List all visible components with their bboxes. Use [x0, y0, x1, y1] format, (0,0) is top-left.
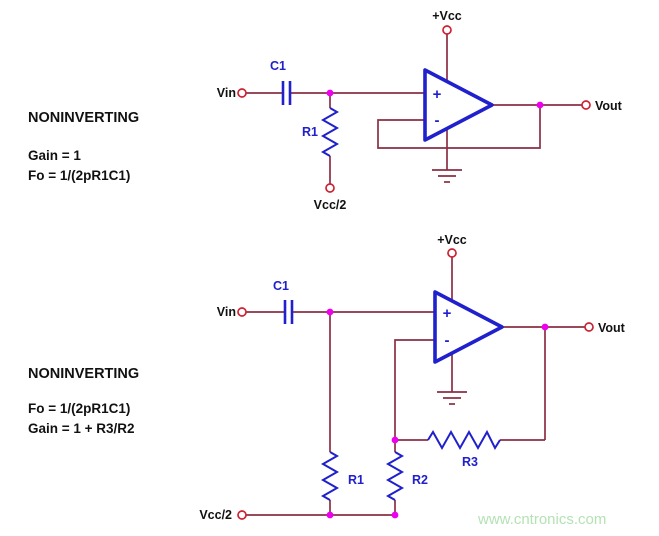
terminal-vout	[581, 100, 591, 110]
circuit-top-gain-formula: Gain = 1	[28, 148, 81, 163]
capacitor-c1	[283, 300, 294, 324]
r3-label: R3	[462, 455, 478, 469]
terminal-vout	[584, 322, 594, 332]
wire-inverting-input	[394, 339, 435, 440]
terminal-vcc-half	[237, 510, 247, 520]
junction-dot	[326, 511, 334, 519]
circuit-top-fo-formula: Fo = 1/(2pR1C1)	[28, 168, 130, 183]
vin-label: Vin	[217, 86, 236, 100]
c1-label: C1	[273, 279, 289, 293]
opamp-plus-input: +	[443, 305, 452, 322]
resistor-r1	[320, 451, 340, 501]
circuit-bottom-gain-formula: Gain = 1 + R3/R2	[28, 421, 135, 436]
circuit-top-title: NONINVERTING	[28, 110, 139, 126]
resistor-r2	[385, 451, 405, 501]
terminal-vin	[237, 307, 247, 317]
opamp-plus-input: +	[433, 86, 442, 103]
opamp-triangle	[423, 68, 494, 142]
opamp-triangle	[433, 290, 504, 364]
r1-label: R1	[348, 473, 364, 487]
watermark-text: www.cntronics.com	[477, 511, 606, 528]
junction-dot	[391, 436, 399, 444]
vout-label: Vout	[598, 321, 626, 335]
r1-label: R1	[302, 125, 318, 139]
opamp-minus-input: -	[445, 332, 450, 349]
terminal-vin	[237, 88, 247, 98]
wire-feedback-loop	[377, 105, 541, 149]
resistor-r1	[320, 107, 340, 157]
vcc-half-label: Vcc/2	[314, 198, 347, 212]
junction-dot	[541, 323, 549, 331]
terminal-vcc-half	[325, 183, 335, 193]
capacitor-c1	[281, 81, 292, 105]
vcc-half-label: Vcc/2	[199, 508, 232, 522]
terminal-vcc	[442, 25, 452, 35]
c1-label: C1	[270, 59, 286, 73]
ground-icon	[437, 391, 467, 405]
resistor-r3	[427, 429, 501, 451]
circuit-bottom-noninverting-amp: + - Vin +Vcc C1 R1 R2 R3 Vcc/2 Vout NONI…	[28, 233, 626, 522]
junction-dot	[536, 101, 544, 109]
terminal-vcc	[447, 248, 457, 258]
opamp-minus-input: -	[435, 112, 440, 129]
vout-label: Vout	[595, 99, 623, 113]
vin-label: Vin	[217, 305, 236, 319]
junction-dot	[326, 308, 334, 316]
junction-dot	[391, 511, 399, 519]
circuit-top-noninverting-buffer: + - Vin +Vcc C1 R1 Vcc/2 Vout NONINVERTI…	[28, 9, 623, 212]
circuit-bottom-fo-formula: Fo = 1/(2pR1C1)	[28, 401, 130, 416]
r2-label: R2	[412, 473, 428, 487]
ground-icon	[432, 169, 462, 183]
vcc-label: +Vcc	[437, 233, 467, 247]
circuit-bottom-title: NONINVERTING	[28, 366, 139, 382]
vcc-label: +Vcc	[432, 9, 462, 23]
junction-dot	[326, 89, 334, 97]
